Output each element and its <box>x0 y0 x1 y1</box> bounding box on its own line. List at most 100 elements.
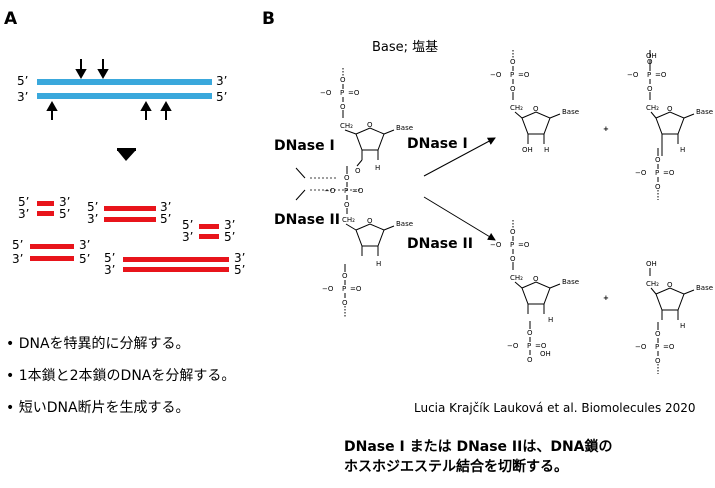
phosphate-oxygen: O <box>344 174 350 182</box>
frag1-3: 3’ <box>59 195 71 209</box>
phosphate-oxygen: −O <box>324 187 336 195</box>
frag3-5b: 5’ <box>224 230 236 244</box>
phosphate-oxygen: =O <box>663 169 675 177</box>
bond-line <box>683 113 695 119</box>
feature-item: 短いDNA断片を生成する。 <box>6 397 235 429</box>
frag5-5b: 5’ <box>234 263 246 277</box>
ch2-label: CH₂ <box>510 104 523 112</box>
frag1-5: 5’ <box>18 195 30 209</box>
phosphorus: P <box>510 241 514 249</box>
sugar-ring <box>355 223 385 247</box>
phosphate-oxygen: =O <box>518 241 530 249</box>
phosphate-oxygen: O <box>655 156 661 164</box>
dnase1-label-right: DNase I <box>407 136 468 152</box>
feature-item: 1本鎖と2本鎖のDNAを分解する。 <box>6 365 236 397</box>
feature-item: DNAを特異的に分解する。 <box>6 333 235 365</box>
phosphorus: P <box>527 342 531 350</box>
phosphate-oxygen: −O <box>507 342 519 350</box>
phosphate-oxygen: =O <box>518 71 530 79</box>
frag4-5: 5’ <box>12 238 24 252</box>
dnase2-reaction-arrow <box>423 196 496 241</box>
base-label: Base <box>562 278 579 286</box>
h-label: H <box>376 260 381 268</box>
hydroxyl: OH <box>540 350 551 358</box>
phosphate-oxygen: O <box>510 228 516 236</box>
phosphate-oxygen: O <box>647 58 653 66</box>
bond-line <box>383 129 395 135</box>
frag1-5b: 5’ <box>59 207 71 221</box>
bottom-strand <box>37 93 212 99</box>
bond-line <box>383 225 395 231</box>
frag5-3: 3’ <box>234 251 246 265</box>
frag3-3: 3’ <box>224 218 236 232</box>
ch2-label: CH₂ <box>510 274 523 282</box>
phosphate-oxygen: −O <box>490 71 502 79</box>
frag5-5: 5’ <box>104 251 116 265</box>
frag4-3b: 3’ <box>12 252 24 266</box>
sugar-ring <box>655 287 685 311</box>
bond-line <box>514 111 523 119</box>
phosphorus: P <box>342 285 346 293</box>
phosphate-oxygen: O <box>527 329 533 337</box>
bond-line <box>683 289 695 295</box>
panel-a-figure <box>30 59 229 272</box>
base-label: Base <box>396 124 413 132</box>
panel-a-label: A <box>4 9 18 29</box>
strand-end-3-top: 3’ <box>216 74 228 88</box>
phosphate-oxygen: −O <box>635 169 647 177</box>
hydroxyl: OH <box>646 260 657 268</box>
phosphate-oxygen: −O <box>320 89 332 97</box>
phosphate-oxygen: O <box>342 272 348 280</box>
frag5-3b: 3’ <box>104 263 116 277</box>
cut-arrows-bottom <box>46 100 172 120</box>
ring-oxygen: O <box>533 275 539 283</box>
phosphate-oxygen: O <box>655 183 661 191</box>
base-title: Base; 塩基 <box>372 40 439 55</box>
caption-line-1: DNase I または DNase IIは、DNA鎖の <box>344 439 613 455</box>
dnase1-label-left: DNase I <box>274 138 335 154</box>
bond-line <box>356 159 363 167</box>
ring-oxygen: O <box>667 281 673 289</box>
bond-line <box>650 287 657 295</box>
frag1-3b: 3’ <box>18 207 30 221</box>
base-label: Base <box>396 220 413 228</box>
frag2-3: 3’ <box>160 200 172 214</box>
phosphate-oxygen: =O <box>655 71 667 79</box>
panel-b-label: B <box>262 9 275 29</box>
phosphorus: P <box>647 71 651 79</box>
phosphate-oxygen: O <box>340 103 346 111</box>
phosphate-oxygen: O <box>527 356 533 364</box>
phosphate-oxygen: =O <box>348 89 360 97</box>
ring-oxygen: O <box>667 105 673 113</box>
base-label: Base <box>696 284 713 292</box>
phosphate-oxygen: O <box>655 330 661 338</box>
base-label: Base <box>562 108 579 116</box>
sugar-ring <box>521 281 551 305</box>
phosphorus: P <box>510 71 514 79</box>
phosphate-oxygen: =O <box>352 187 364 195</box>
phosphate-oxygen: O <box>340 76 346 84</box>
bond-line <box>549 283 561 289</box>
cleavage-guides <box>310 177 360 191</box>
phosphate-oxygen: =O <box>350 285 362 293</box>
h-label: H <box>375 164 380 172</box>
phosphate-oxygen: −O <box>322 285 334 293</box>
frag4-3: 3’ <box>79 238 91 252</box>
ch2-label: CH₂ <box>646 280 659 288</box>
phosphate-oxygen: =O <box>535 342 547 350</box>
plus-sign: + <box>603 125 609 133</box>
ring-oxygen: O <box>367 121 373 129</box>
bond-line <box>344 129 357 135</box>
frag2-5: 5’ <box>87 200 99 214</box>
process-arrow-icon <box>117 150 136 161</box>
phosphate-oxygen: O <box>510 85 516 93</box>
h-label: H <box>680 322 685 330</box>
feature-list: DNAを特異的に分解する。 1本鎖と2本鎖のDNAを分解する。 短いDNA断片を… <box>6 333 236 429</box>
phosphate-oxygen: −O <box>635 343 647 351</box>
frag3-5: 5’ <box>182 218 194 232</box>
strand-end-5-bottom: 5’ <box>216 90 228 104</box>
ring-oxygen: O <box>533 105 539 113</box>
base-label: Base <box>696 108 713 116</box>
phosphate-oxygen: O <box>655 357 661 365</box>
